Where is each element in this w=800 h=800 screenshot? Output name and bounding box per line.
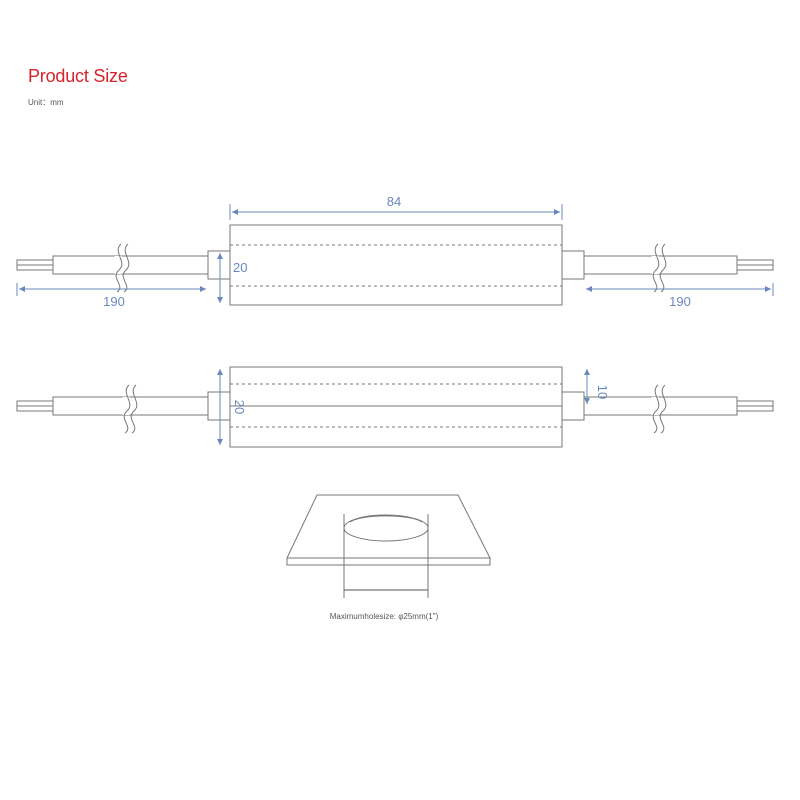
side-left-gland: [207, 391, 231, 421]
height-label: 20: [233, 260, 247, 275]
top-dimensions: [16, 204, 774, 303]
side-left-cable: [16, 384, 209, 434]
side-height-label: 20: [232, 400, 247, 414]
top-view: [16, 224, 774, 306]
side-right-gland: [561, 391, 585, 421]
page-title: Product Size: [28, 66, 128, 86]
top-left-cable: [16, 243, 209, 293]
left-lead-label: 190: [103, 294, 125, 309]
top-right-gland: [561, 250, 585, 280]
side-view: [16, 366, 774, 448]
top-right-cable: [583, 243, 774, 293]
unit-label: Unit：mm: [28, 98, 64, 107]
top-left-gland: [207, 250, 231, 280]
length-label: 84: [387, 194, 401, 209]
mounting-plate-diagram: [286, 494, 491, 598]
hole-size-caption: Maximumholesize: φ25mm(1"): [330, 612, 439, 621]
top-body: [229, 224, 563, 306]
right-lead-label: 190: [669, 294, 691, 309]
side-offset-label: 10: [595, 385, 610, 399]
side-right-cable: [583, 384, 774, 434]
side-dimensions: [217, 369, 590, 445]
side-body: [229, 366, 563, 448]
